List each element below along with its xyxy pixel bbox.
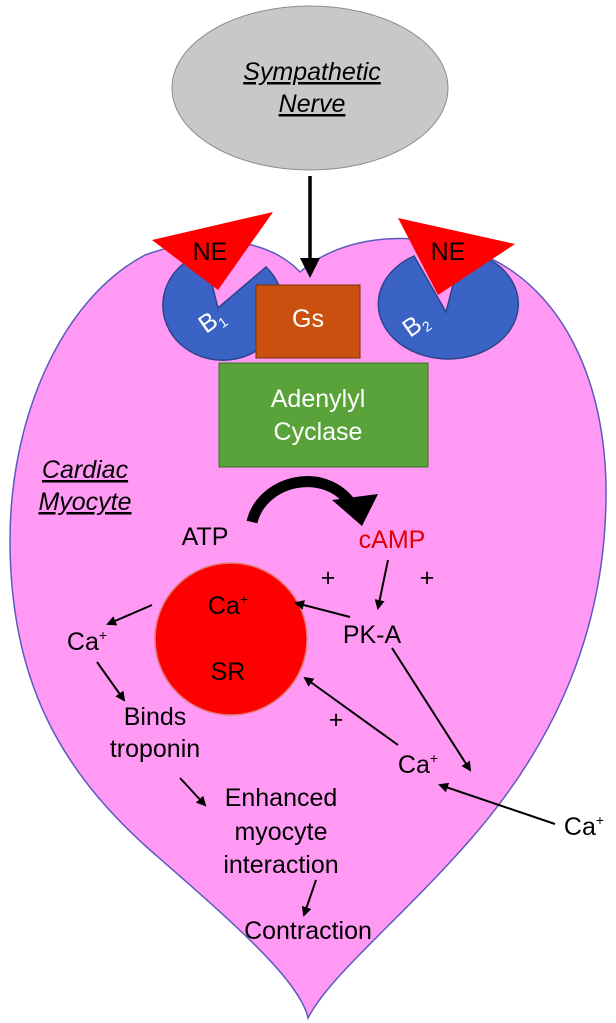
adenylyl-cyclase-line1: Adenylyl <box>271 385 366 413</box>
nerve-label-line2: Nerve <box>279 90 346 118</box>
sr-to-ca-arrow <box>106 604 153 626</box>
adenylyl-cyclase <box>218 362 429 468</box>
sarcoplasmic-reticulum <box>154 562 308 716</box>
binds-troponin-line1: Binds <box>124 703 187 731</box>
ca-ion-left: Ca+ <box>67 627 107 656</box>
troponin-to-enhanced-arrow <box>179 777 207 807</box>
camp-to-pka-arrow <box>374 559 389 610</box>
b2-receptor <box>377 249 520 360</box>
plus-sign-1: + <box>321 564 336 592</box>
ne-ligand-right <box>398 218 515 295</box>
ca-to-sr-arrow <box>303 676 399 746</box>
adenylyl-cyclase-line2: Cyclase <box>274 418 363 446</box>
pka-to-sr-arrow <box>294 600 351 618</box>
ca-ion-middle: Ca+ <box>398 750 438 779</box>
camp-label: cAMP <box>359 526 426 554</box>
atp-to-camp-arrow <box>246 476 357 524</box>
gs-label: Gs <box>292 305 324 333</box>
enhanced-line2: myocyte <box>234 818 327 846</box>
sympathetic-nerve <box>171 5 449 171</box>
cell-label-line1: Cardiac <box>42 456 129 484</box>
plus-sign-2: + <box>420 564 435 592</box>
binds-troponin-line2: troponin <box>110 735 200 763</box>
pka-to-ca-arrow <box>391 647 472 772</box>
atp-label: ATP <box>182 523 229 551</box>
enhanced-line3: interaction <box>223 851 338 879</box>
pka-label: PK-A <box>343 621 402 649</box>
atp-to-camp-arrowhead <box>332 494 378 526</box>
ca-ion-external: Ca+ <box>564 812 604 841</box>
sr-ion-label: Ca+ <box>208 591 248 620</box>
ne-ligand-right-label: NE <box>431 238 466 266</box>
sr-label: SR <box>211 658 246 686</box>
ne-ligand-left-label: NE <box>193 238 228 266</box>
gs-protein <box>255 284 361 359</box>
enhanced-to-contraction-arrow <box>301 879 317 917</box>
ca-to-troponin-arrow <box>96 661 126 702</box>
plus-sign-3: + <box>329 706 344 734</box>
cell-label-line2: Myocyte <box>38 488 131 516</box>
contraction-label: Contraction <box>244 917 372 945</box>
enhanced-line1: Enhanced <box>225 784 338 812</box>
ne-ligand-left <box>152 212 273 290</box>
nerve-label-line1: Sympathetic <box>243 58 381 86</box>
ca-influx-arrow <box>438 782 556 825</box>
